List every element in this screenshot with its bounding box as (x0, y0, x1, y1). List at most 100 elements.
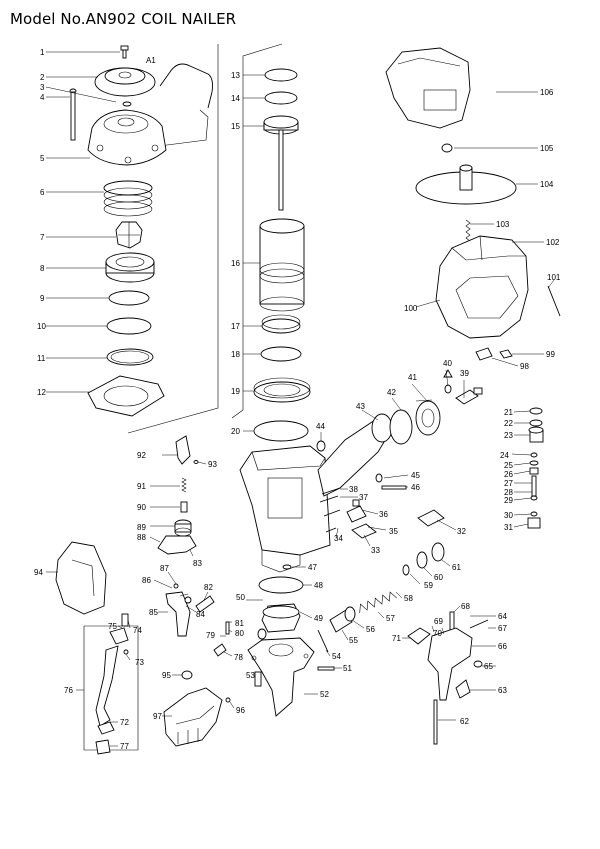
callout-104: 104 (540, 180, 554, 189)
callout-56: 56 (366, 625, 375, 634)
callout-94: 94 (34, 568, 43, 577)
callout-51: 51 (343, 664, 352, 673)
callout-49: 49 (314, 614, 323, 623)
part-11-oring (106, 348, 154, 366)
callout-36: 36 (379, 510, 388, 519)
part-4-bolt (69, 88, 77, 141)
callout-6: 6 (40, 188, 45, 197)
callout-87: 87 (160, 564, 169, 573)
callout-67: 67 (498, 624, 507, 633)
parts-59-61-feed-cap (402, 542, 445, 576)
part-101-pin (547, 285, 561, 317)
callout-18: 18 (231, 350, 240, 359)
callout-64: 64 (498, 612, 507, 621)
callout-3: 3 (40, 83, 45, 92)
callout-4: 4 (40, 93, 45, 102)
callout-41: 41 (408, 373, 417, 382)
callout-9: 9 (40, 294, 45, 303)
callout-103: 103 (496, 220, 510, 229)
callout-102: 102 (546, 238, 560, 247)
callout-2: 2 (40, 73, 45, 82)
callout-82: 82 (204, 583, 213, 592)
parts-72-77-lever (95, 613, 129, 755)
callout-59: 59 (424, 581, 433, 590)
callout-7: 7 (40, 233, 45, 242)
callout-92: 92 (137, 451, 146, 460)
callout-74: 74 (133, 626, 142, 635)
callout-60: 60 (434, 573, 443, 582)
callout-21: 21 (504, 408, 513, 417)
part-42-oring (389, 409, 413, 445)
part-106-cover (385, 47, 471, 129)
callout-77: 77 (120, 742, 129, 751)
callout-29: 29 (504, 496, 513, 505)
svg-text:A1: A1 (146, 56, 156, 65)
part-97-boot (163, 687, 223, 747)
callout-8: 8 (40, 264, 45, 273)
callout-27: 27 (504, 479, 513, 488)
callout-17: 17 (231, 322, 240, 331)
callout-58: 58 (404, 594, 413, 603)
callout-13: 13 (231, 71, 240, 80)
callout-30: 30 (504, 511, 513, 520)
callout-20: 20 (231, 427, 240, 436)
callout-53: 53 (246, 671, 255, 680)
callout-91: 91 (137, 482, 146, 491)
part-44-cap (316, 440, 326, 452)
parts-21-31-trigger-valve-column (527, 407, 544, 529)
part-7-valve (115, 221, 143, 249)
part-47-48-orings (258, 564, 304, 594)
callout-75: 75 (108, 622, 117, 631)
callout-44: 44 (316, 422, 325, 431)
callout-46: 46 (411, 483, 420, 492)
part-20-oring (253, 420, 309, 442)
callout-33: 33 (371, 546, 380, 555)
part-2-cap (94, 67, 156, 97)
callout-70: 70 (433, 629, 442, 638)
part-104-spool-plate (415, 164, 517, 205)
part-49-50-driver-assembly (257, 603, 301, 640)
callout-34: 34 (334, 534, 343, 543)
part-92-93-trigger-top (175, 435, 199, 465)
part-95-plug (181, 670, 193, 680)
callout-100: 100 (404, 304, 418, 313)
part-16-cylinder (259, 218, 305, 312)
callout-24: 24 (500, 451, 509, 460)
callout-68: 68 (461, 602, 470, 611)
callout-14: 14 (231, 94, 240, 103)
callout-98: 98 (520, 362, 529, 371)
part-1-screw (120, 45, 129, 59)
callout-105: 105 (540, 144, 554, 153)
part-17-ring (261, 314, 301, 334)
callout-23: 23 (504, 431, 513, 440)
part-90-plunger (180, 501, 188, 513)
part-100-102-magazine (435, 235, 529, 339)
callout-42: 42 (387, 388, 396, 397)
callout-15: 15 (231, 122, 240, 131)
parts-82-87-trigger (165, 583, 215, 637)
callout-40: 40 (443, 359, 452, 368)
callout-78: 78 (234, 653, 243, 662)
callout-38: 38 (349, 485, 358, 494)
part-15-piston (263, 115, 299, 211)
callout-96: 96 (236, 706, 245, 715)
part-40-plug (443, 369, 453, 394)
part-103-spring (465, 219, 471, 242)
callout-65: 65 (484, 662, 493, 671)
callout-76: 76 (64, 686, 73, 695)
part-55-56-feed-piston (329, 606, 356, 633)
callout-62: 62 (460, 717, 469, 726)
part-12-gasket (87, 375, 165, 417)
part-6-spring (103, 180, 153, 217)
part-96-screw (225, 697, 231, 703)
part-41-end-cap (415, 399, 441, 436)
callout-43: 43 (356, 402, 365, 411)
part-13-ring (264, 68, 298, 82)
callout-88: 88 (137, 533, 146, 542)
diagram-title: Model No.AN902 COIL NAILER (10, 10, 237, 28)
part-52-nose (247, 637, 315, 717)
callout-39: 39 (460, 369, 469, 378)
callout-37: 37 (359, 493, 368, 502)
part-91-spring (181, 477, 187, 493)
